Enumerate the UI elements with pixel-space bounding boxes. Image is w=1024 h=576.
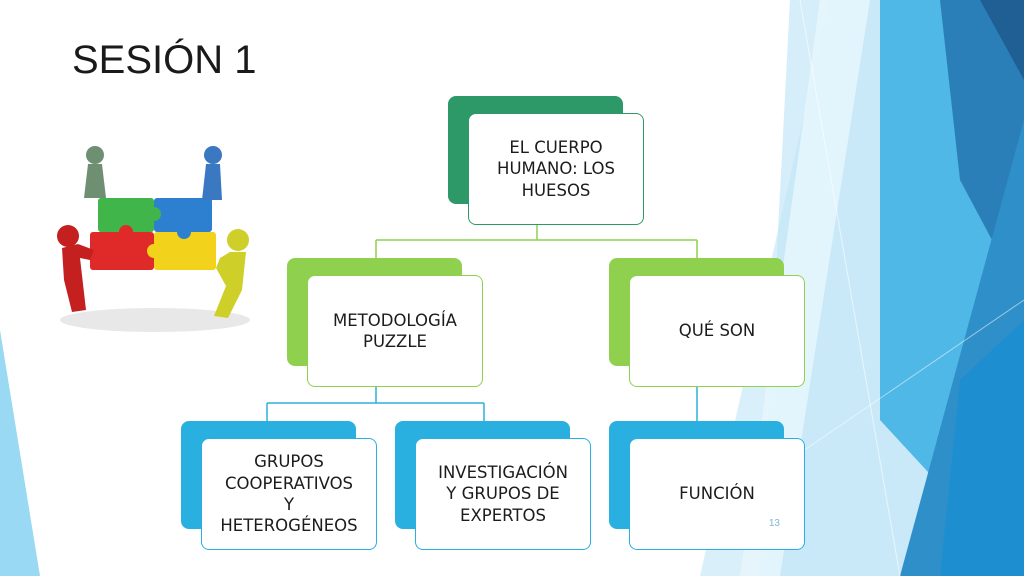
node-root-label: EL CUERPO HUMANO: LOS HUESOS [497, 137, 615, 200]
node-funcion-label: FUNCIÓN [679, 484, 755, 504]
node-investigacion-expertos-label: INVESTIGACIÓN Y GRUPOS DE EXPERTOS [438, 462, 568, 525]
page-number: 13 [768, 518, 780, 529]
puzzle-teamwork-icon [57, 146, 250, 332]
node-metodologia-puzzle: METODOLOGÍA PUZZLE [287, 258, 483, 387]
node-investigacion-expertos: INVESTIGACIÓN Y GRUPOS DE EXPERTOS [395, 421, 591, 550]
node-grupos-cooperativos-label: GRUPOS COOPERATIVOS Y HETEROGÉNEOS [220, 452, 358, 536]
slide-title: SESIÓN 1 [72, 38, 257, 82]
node-funcion: FUNCIÓN [609, 421, 805, 550]
node-root: EL CUERPO HUMANO: LOS HUESOS [448, 96, 644, 225]
node-metodologia-puzzle-label: METODOLOGÍA PUZZLE [333, 310, 457, 351]
node-que-son: QUÉ SON [609, 258, 805, 387]
node-que-son-label: QUÉ SON [678, 321, 756, 341]
node-grupos-cooperativos: GRUPOS COOPERATIVOS Y HETEROGÉNEOS [181, 421, 377, 550]
